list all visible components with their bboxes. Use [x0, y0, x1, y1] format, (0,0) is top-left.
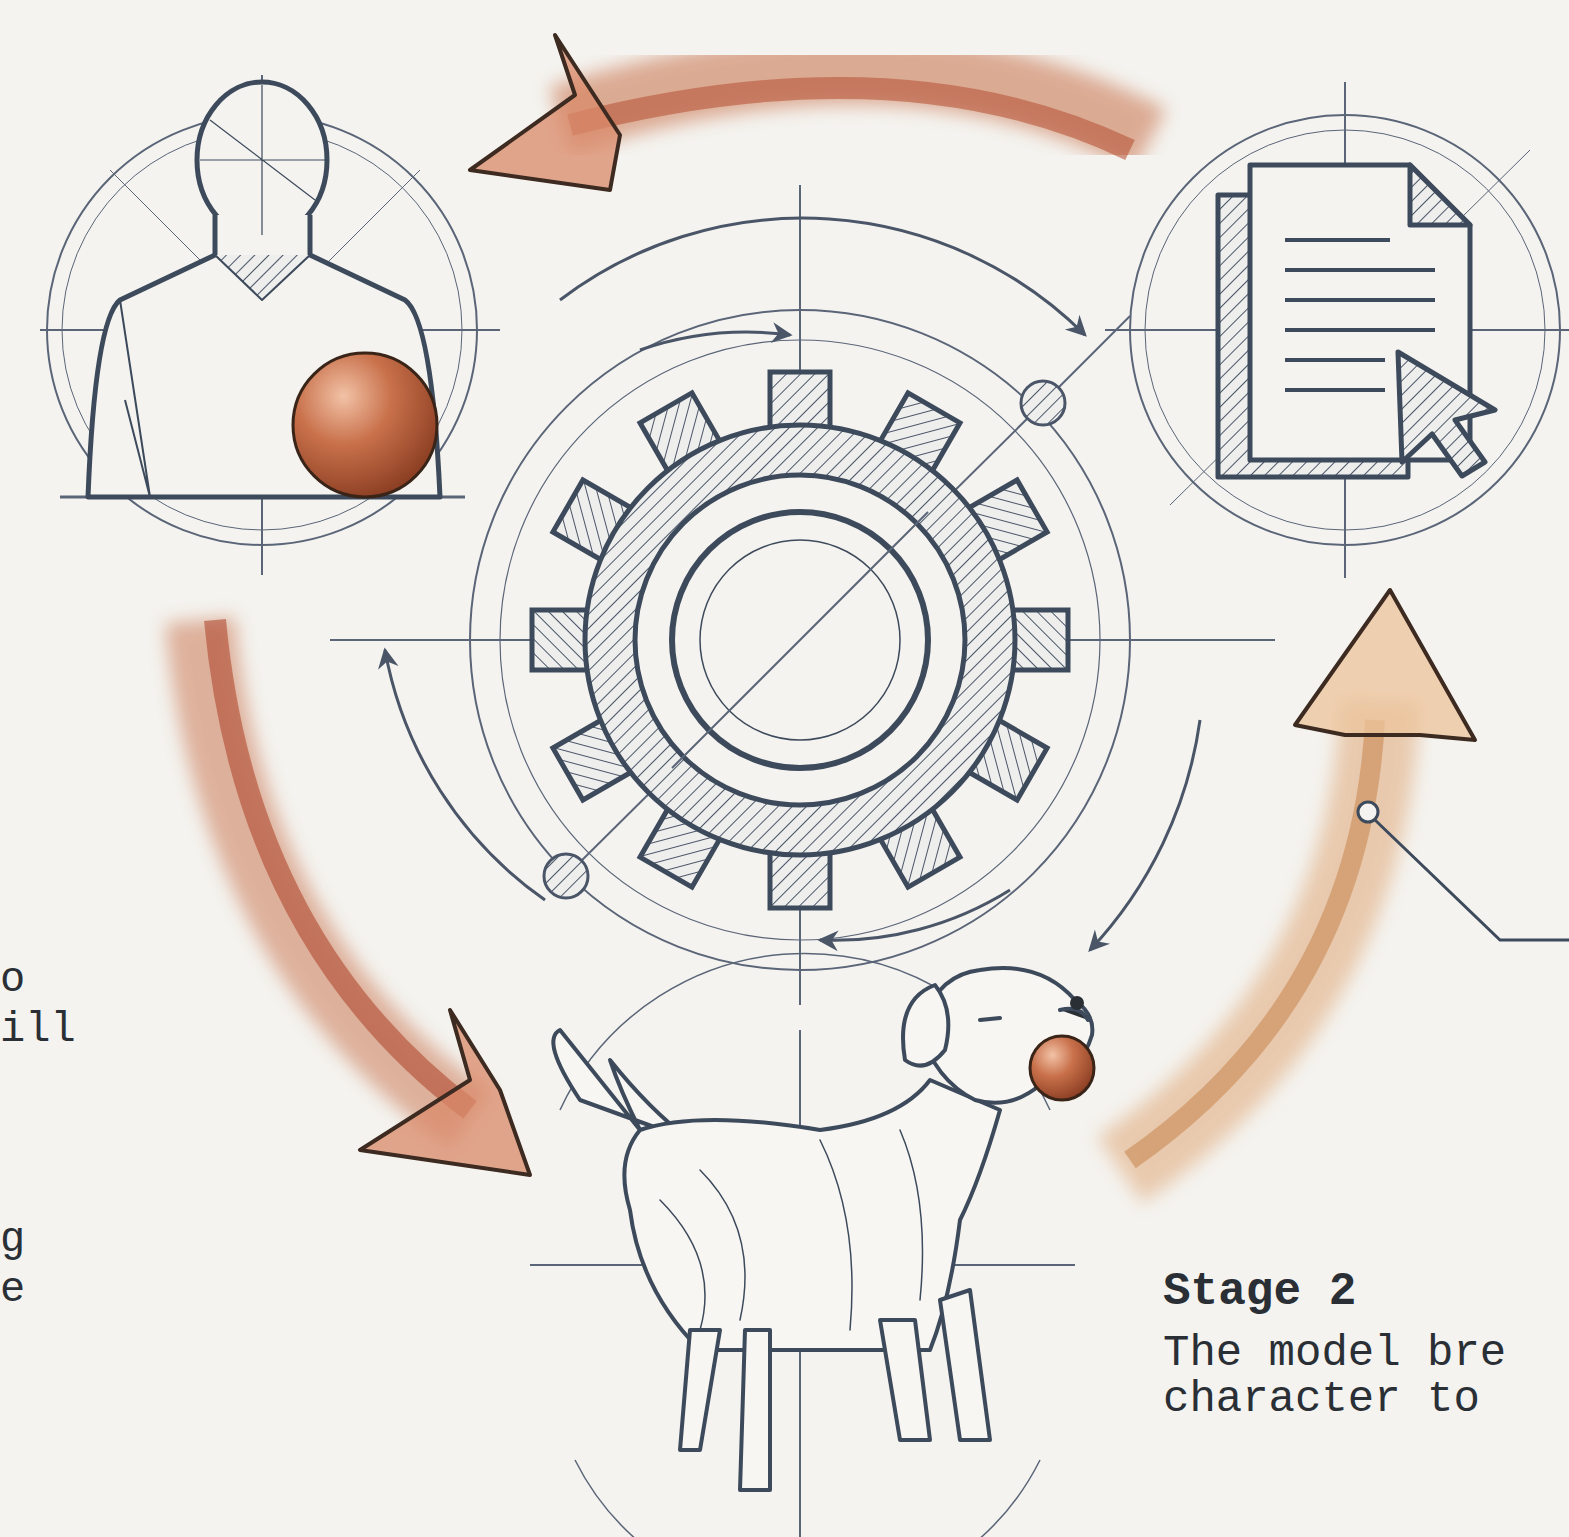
- joint-dot: [544, 854, 588, 898]
- document-icon: [1218, 165, 1495, 477]
- orbit-arrows: [385, 218, 1200, 950]
- ball: [1030, 1036, 1094, 1100]
- joint-dot: [1021, 381, 1065, 425]
- text-label: The model bre character to: [1163, 1330, 1563, 1422]
- construction-lines: [330, 185, 1275, 1005]
- dog-illustration: [553, 968, 1092, 1490]
- person-icon: [88, 82, 440, 497]
- document-medallion: [1105, 82, 1569, 578]
- brush-arrow: [470, 35, 1150, 190]
- brush-arrow: [1120, 590, 1475, 1170]
- text-label: g e: [0, 1215, 50, 1315]
- brush-arrow: [200, 620, 530, 1175]
- text-label: o ill: [0, 955, 100, 1055]
- ball: [293, 353, 437, 497]
- gear-icon: [532, 372, 1068, 908]
- leader-line: [1358, 802, 1569, 940]
- text-label: Stage 2: [1163, 1265, 1563, 1319]
- person-medallion: [40, 75, 500, 575]
- dog-nose: [1070, 996, 1084, 1010]
